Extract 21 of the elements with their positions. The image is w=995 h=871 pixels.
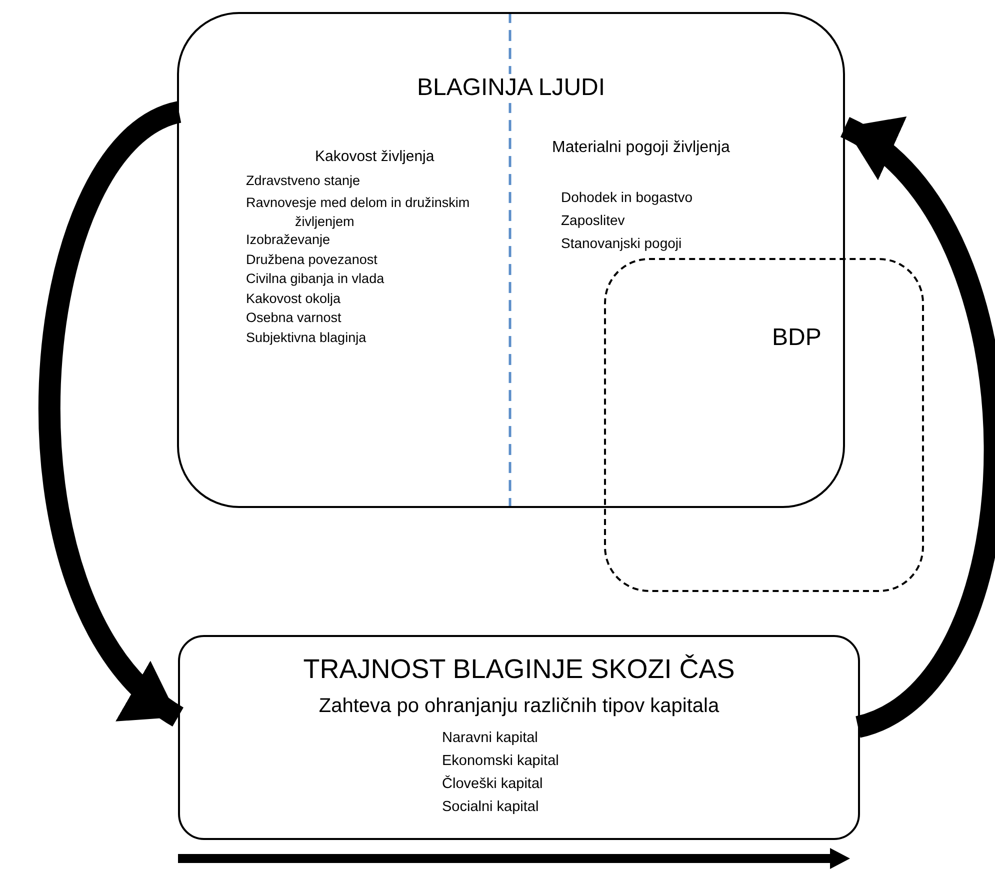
list-item: Človeški kapital [442,776,543,794]
curved-arrow [838,118,995,738]
list-item: Družbena povezanost [246,252,378,268]
dashed-rounded-box [604,258,924,592]
list-item: Kakovost okolja [246,290,341,307]
list-item: Ekonomski kapital [442,753,559,770]
curved-arrow [38,102,185,726]
column-heading: Kakovost življenja [315,148,434,166]
box-heading: BLAGINJA LJUDI [416,74,606,103]
list-item: Izobraževanje [246,232,330,248]
list-item: Dohodek in bogastvo [561,189,693,206]
list-item: Naravni kapital [442,730,538,748]
list-item: Socialni kapital [442,799,539,816]
list-item: Stanovanjski pogoji [561,235,682,252]
list-item: Civilna gibanja in vlada [246,271,384,288]
list-item: Subjektivna blaginja [246,330,366,346]
rounded-box [178,635,860,840]
list-item: Zaposlitev [561,212,625,229]
column-heading: Materialni pogoji življenja [552,138,730,158]
rounded-box [177,12,845,508]
list-item: Zdravstveno stanje [246,173,360,190]
